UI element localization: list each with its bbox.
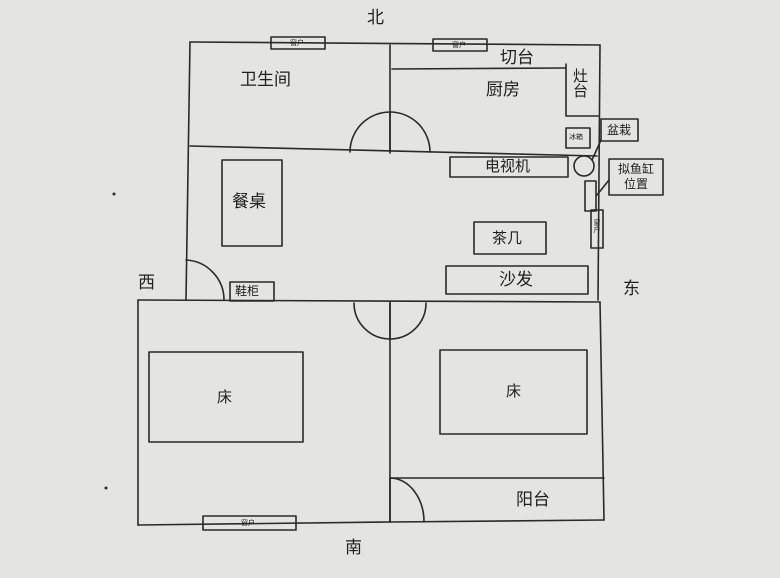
bed-right-label: 床 — [506, 382, 522, 400]
wall-counter — [391, 67, 567, 70]
sofa — [445, 265, 589, 295]
window-east — [590, 209, 604, 249]
window-kitchen-label: 窗户 — [452, 41, 466, 49]
window-bathroom-label: 窗户 — [290, 39, 304, 47]
wall-west-upper — [185, 41, 191, 301]
dining-table — [221, 159, 283, 247]
window-south — [202, 515, 297, 531]
window-south-label: 窗户 — [241, 519, 255, 527]
plant-pot — [573, 155, 595, 177]
plant-callout — [600, 118, 639, 142]
wall-living-south — [137, 299, 601, 303]
shoe-cabinet-label: 鞋柜 — [235, 284, 260, 298]
fish-tank-label: 拟鱼缸位置 — [617, 162, 654, 191]
dining-table-label: 餐桌 — [232, 192, 266, 212]
fish-tank-callout — [608, 158, 664, 196]
tv-label: 电视机 — [485, 157, 531, 175]
paper-dot — [112, 192, 116, 196]
wall-south — [137, 519, 605, 526]
door-balcony — [389, 477, 425, 523]
fridge — [565, 127, 591, 149]
fish-tank-box — [584, 180, 597, 212]
wall-east-upper — [597, 44, 601, 301]
door-entrance — [185, 259, 225, 301]
tea-table-label: 茶几 — [492, 229, 523, 247]
paper-dot — [104, 486, 108, 490]
compass-west: 西 — [138, 273, 155, 293]
compass-north: 北 — [367, 8, 384, 28]
tea-table — [473, 221, 547, 255]
bed-left — [148, 351, 304, 443]
wall-east-lower — [599, 301, 605, 521]
window-bathroom — [270, 36, 326, 50]
compass-south: 南 — [345, 538, 362, 558]
sofa-label: 沙发 — [499, 270, 533, 290]
plant-label: 盆栽 — [607, 123, 632, 137]
plant-leader — [591, 139, 602, 161]
room-bathroom-label: 卫生间 — [240, 70, 291, 90]
wall-north — [189, 41, 601, 46]
fish-tank-leader — [596, 179, 610, 196]
room-kitchen-label: 厨房 — [486, 80, 520, 100]
wall-stove — [565, 63, 599, 117]
room-balcony-label: 阳台 — [516, 490, 550, 510]
fridge-label: 冰箱 — [569, 133, 583, 141]
stove-label: 灶台 — [571, 68, 589, 98]
bed-left-label: 床 — [217, 388, 233, 406]
compass-east: 东 — [623, 279, 640, 299]
window-kitchen — [432, 38, 488, 52]
tv-cabinet — [449, 156, 569, 178]
bed-right — [439, 349, 588, 435]
wall-living-north — [189, 145, 598, 157]
window-east-label: 窗户 — [593, 219, 601, 233]
shoe-cabinet — [229, 281, 275, 302]
counter-label: 切台 — [500, 48, 534, 68]
